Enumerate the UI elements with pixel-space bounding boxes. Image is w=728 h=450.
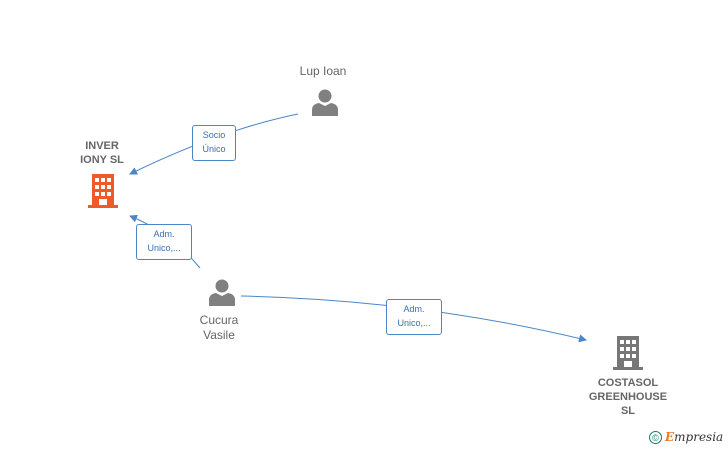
node-label-line: SL: [620, 405, 636, 417]
node-label-text: Lup Ioan: [299, 64, 347, 78]
brand-watermark: © Empresia: [649, 430, 723, 444]
building-icon[interactable]: [613, 336, 643, 370]
node-label-line: Cucura: [199, 313, 239, 327]
edge-label-adm-unico[interactable]: Adm. Unico,...: [136, 224, 192, 260]
copyright-icon: ©: [649, 430, 662, 444]
node-label-line: INVER: [85, 140, 119, 152]
brand-initial: E: [665, 430, 675, 444]
edge-label-adm-unico[interactable]: Adm. Unico,...: [386, 299, 442, 335]
person-icon[interactable]: [311, 88, 339, 116]
edge-label-line: Adm.: [403, 304, 425, 314]
edge-label-line: Unico,...: [147, 243, 181, 253]
brand-name-rest: mpresia: [674, 430, 724, 444]
node-label-lup-ioan[interactable]: Lup Ioan: [283, 64, 363, 79]
node-label-cucura-vasile[interactable]: Cucura Vasile: [179, 313, 259, 343]
brand-name: Empresia: [665, 430, 723, 444]
edge-label-line: Adm.: [153, 229, 175, 239]
node-label-line: Vasile: [203, 328, 235, 342]
node-label-line: IONY SL: [80, 154, 124, 166]
edge-label-line: Unico,...: [397, 318, 431, 328]
node-label-inver-iony[interactable]: INVER IONY SL: [62, 139, 142, 167]
edge-label-line: Socio: [202, 130, 226, 140]
node-label-line: GREENHOUSE: [588, 391, 668, 403]
node-label-costasol[interactable]: COSTASOL GREENHOUSE SL: [578, 376, 678, 418]
node-label-line: COSTASOL: [597, 377, 659, 389]
edge-label-socio-unico[interactable]: Socio Único: [192, 125, 236, 161]
person-icon[interactable]: [208, 278, 236, 306]
building-icon[interactable]: [88, 174, 118, 208]
edge-label-line: Único: [202, 144, 226, 154]
